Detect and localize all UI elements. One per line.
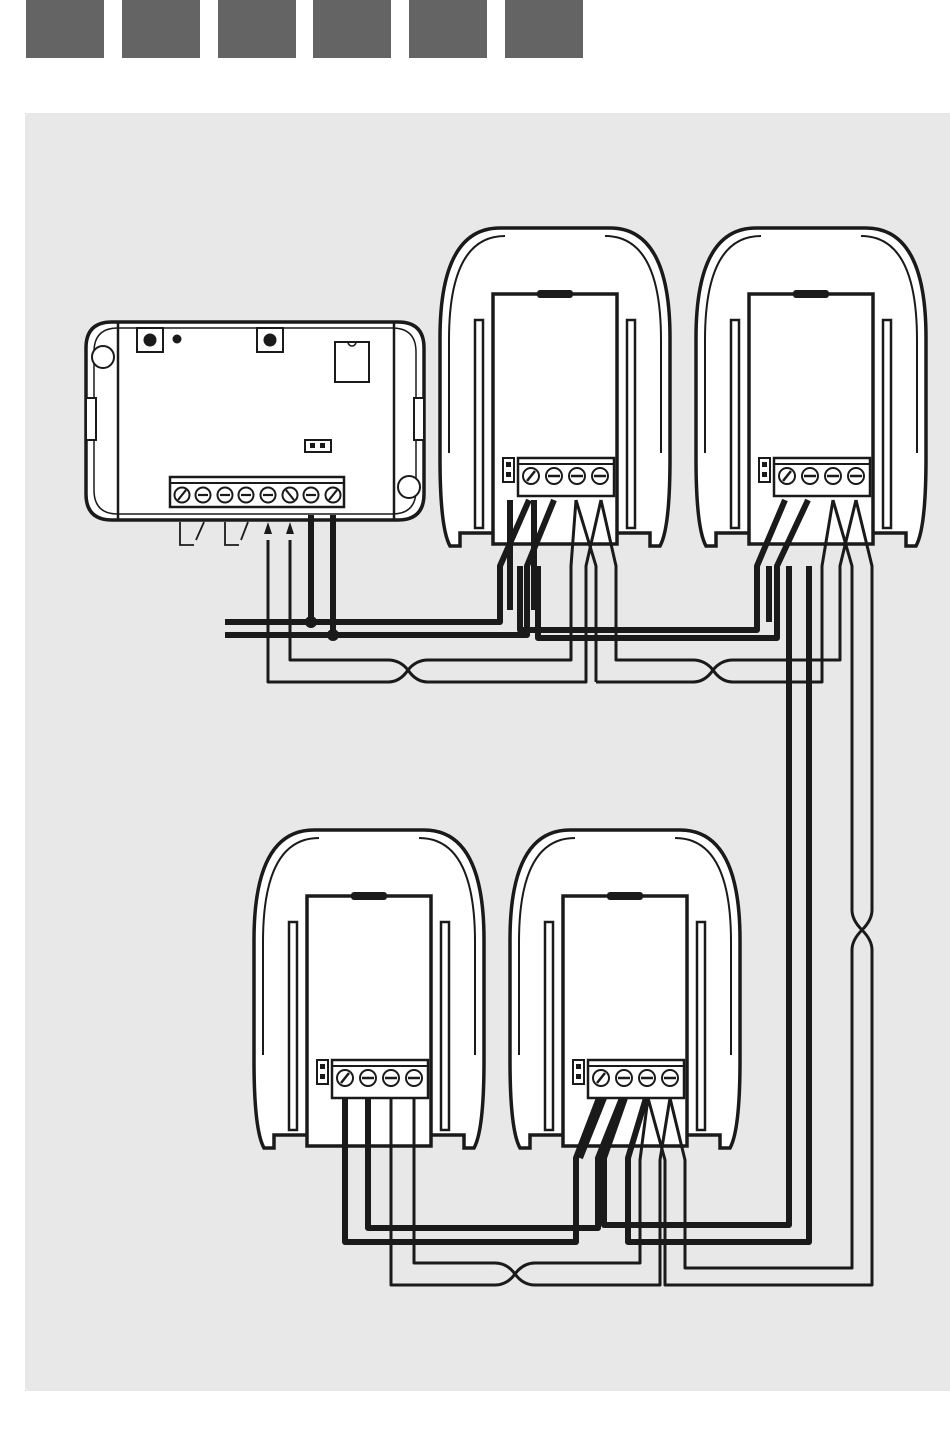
photocell-top-right bbox=[696, 228, 926, 546]
photocell-icon bbox=[440, 228, 670, 546]
photocell-top-left bbox=[440, 228, 670, 546]
receiver-icon bbox=[86, 322, 424, 520]
photocell-icon bbox=[696, 228, 926, 546]
receiver-controller bbox=[86, 322, 424, 545]
